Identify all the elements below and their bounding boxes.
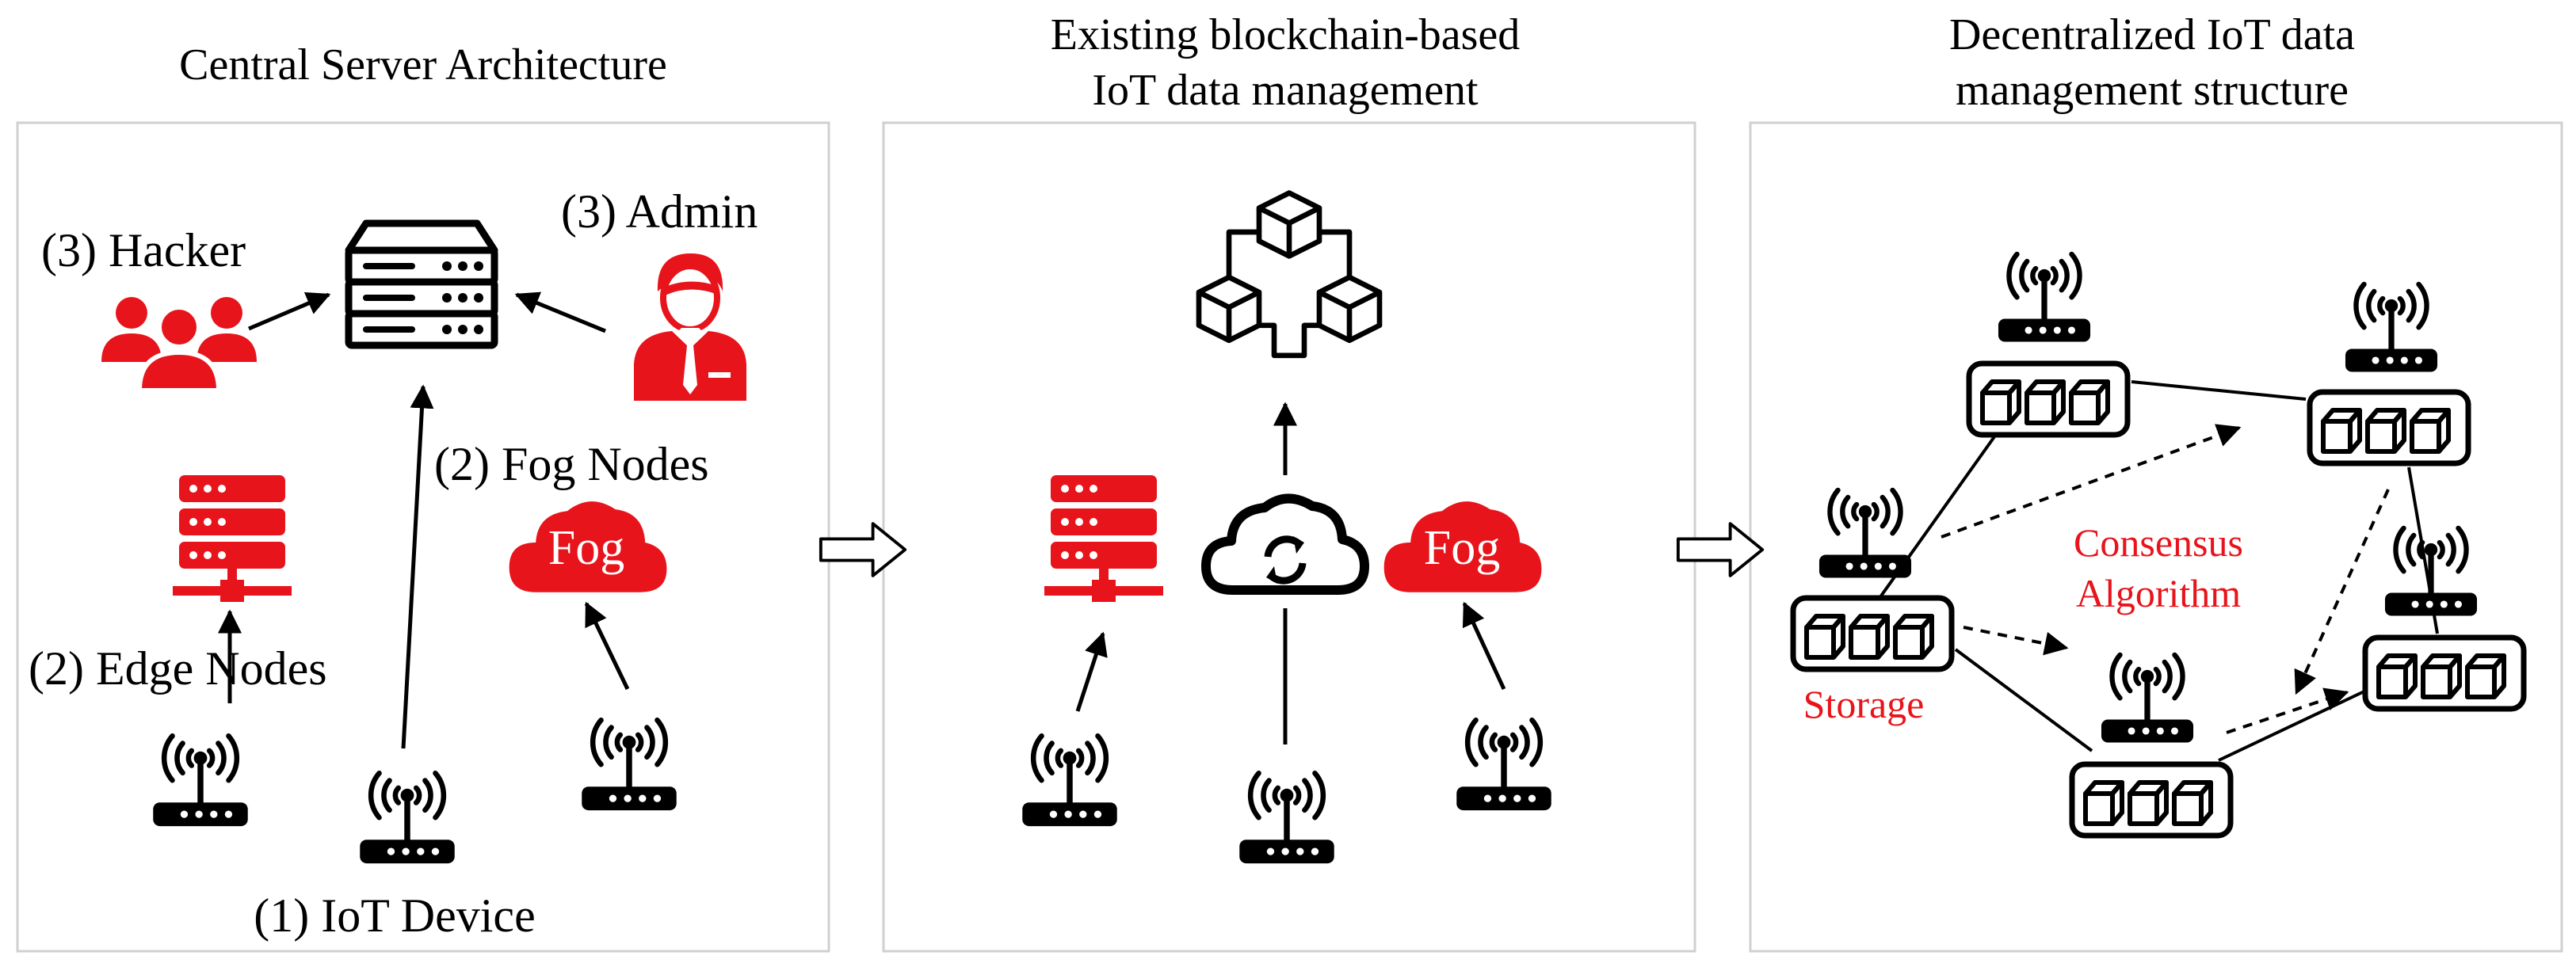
wifi-router-icon bbox=[1819, 490, 1911, 578]
wifi-router-icon bbox=[360, 773, 454, 863]
blockchain-cubes-icon bbox=[1199, 193, 1380, 356]
hacker-group-icon bbox=[101, 297, 257, 390]
panel-title-blockchain-line1: Existing blockchain-based bbox=[1051, 10, 1521, 59]
edge-server-icon bbox=[1044, 475, 1163, 602]
panel-title-blockchain-line2: IoT data management bbox=[1092, 66, 1479, 115]
network-link bbox=[1868, 434, 1997, 613]
consensus-link bbox=[1963, 626, 2069, 656]
wifi-router-icon bbox=[153, 736, 247, 826]
wifi-router-icon bbox=[2101, 655, 2193, 743]
label-storage: Storage bbox=[1803, 682, 1925, 726]
block-storage-icon bbox=[1793, 598, 1952, 669]
cloud-sync-icon bbox=[1206, 498, 1364, 590]
arrow-hacker-to-server bbox=[248, 291, 331, 331]
admin-person-icon bbox=[634, 253, 746, 401]
server-rack-icon bbox=[349, 223, 494, 345]
label-edge-nodes: (2) Edge Nodes bbox=[29, 642, 327, 695]
block-storage-icon bbox=[2365, 638, 2524, 709]
arrow-iot-to-fog bbox=[1462, 601, 1506, 691]
label-hacker: (3) Hacker bbox=[41, 224, 246, 276]
wifi-router-icon bbox=[1998, 254, 2090, 342]
wifi-router-icon bbox=[1022, 736, 1116, 826]
network-link bbox=[2131, 380, 2307, 401]
consensus-link bbox=[2294, 489, 2390, 695]
panel-title-central: Central Server Architecture bbox=[179, 40, 667, 89]
wifi-router-icon bbox=[1456, 720, 1551, 810]
fog-cloud-label: Fog bbox=[548, 521, 624, 575]
label-admin: (3) Admin bbox=[561, 185, 758, 238]
fog-cloud-label: Fog bbox=[1424, 521, 1500, 575]
label-consensus-line2: Algorithm bbox=[2076, 571, 2241, 615]
panel-frame-decentralized bbox=[1749, 121, 2563, 953]
arrow-iot-to-fog bbox=[584, 601, 630, 691]
label-fog-nodes: (2) Fog Nodes bbox=[434, 438, 709, 490]
block-storage-icon bbox=[1969, 364, 2128, 435]
wifi-router-icon bbox=[582, 720, 676, 810]
panel-title-decentralized-line2: management structure bbox=[1956, 66, 2349, 115]
consensus-link bbox=[2226, 687, 2349, 734]
wifi-router-icon bbox=[2385, 528, 2477, 616]
wifi-router-icon bbox=[2345, 284, 2437, 372]
arrow-iot-to-server bbox=[401, 384, 434, 749]
network-link bbox=[1954, 648, 2093, 752]
block-storage-icon bbox=[2310, 392, 2468, 463]
panel-frame-central bbox=[16, 121, 830, 953]
arrow-admin-to-server bbox=[514, 291, 606, 333]
panel-blockchain: Fog bbox=[1022, 193, 1551, 863]
wifi-router-icon bbox=[1239, 773, 1334, 863]
block-storage-icon bbox=[2072, 764, 2231, 836]
edge-server-icon bbox=[173, 475, 292, 602]
consensus-link bbox=[1941, 424, 2242, 539]
panel-decentralized: Consensus Algorithm Storage bbox=[1793, 254, 2524, 836]
label-consensus-line1: Consensus bbox=[2074, 520, 2243, 565]
hollow-arrow-icon bbox=[819, 522, 907, 577]
panel-central: Fog (3) Hacker (3) Admin (2) Fog Nodes (… bbox=[29, 185, 758, 942]
label-iot-device: (1) IoT Device bbox=[254, 889, 535, 942]
arrow-iot-to-edge bbox=[1075, 631, 1108, 712]
panel-title-decentralized-line1: Decentralized IoT data bbox=[1949, 10, 2355, 59]
network-link bbox=[2218, 687, 2370, 762]
